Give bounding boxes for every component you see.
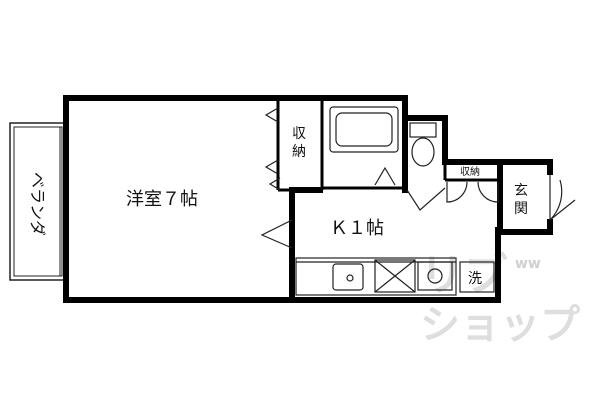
small-closet-doors (446, 181, 499, 203)
kitchen-label: Ｋ１帖 (330, 218, 384, 239)
closet-doors (260, 107, 293, 249)
interior-walls (276, 101, 500, 192)
balcony: ベランダ (9, 122, 67, 281)
balcony-label: ベランダ (28, 172, 47, 236)
entrance-label-2: 関 (514, 201, 528, 217)
toilet (409, 122, 437, 167)
toilet-door (406, 187, 446, 211)
bath-door (374, 166, 396, 186)
fridge-space (374, 259, 416, 293)
bathtub (329, 106, 399, 153)
sink (332, 263, 364, 291)
entrance-door (549, 175, 576, 221)
closet-main-label-1: 収 (292, 126, 306, 142)
entrance-label-1: 玄 (514, 182, 528, 199)
closet-main-label-2: 納 (292, 144, 306, 160)
watermark-small: ww (515, 256, 541, 272)
watermark-line2: ショップ (420, 302, 580, 348)
walls (63, 95, 553, 303)
laundry-label: 洗 (468, 271, 482, 287)
watermark: リブ ショップ ww (420, 250, 580, 348)
kitchen-counter (295, 257, 457, 296)
sink-drain (346, 274, 354, 282)
western-room-label: 洋室７帖 (126, 189, 198, 210)
stove (417, 261, 453, 291)
laundry-space: 洗 (459, 261, 495, 293)
closet-small-label: 収納 (460, 165, 480, 178)
